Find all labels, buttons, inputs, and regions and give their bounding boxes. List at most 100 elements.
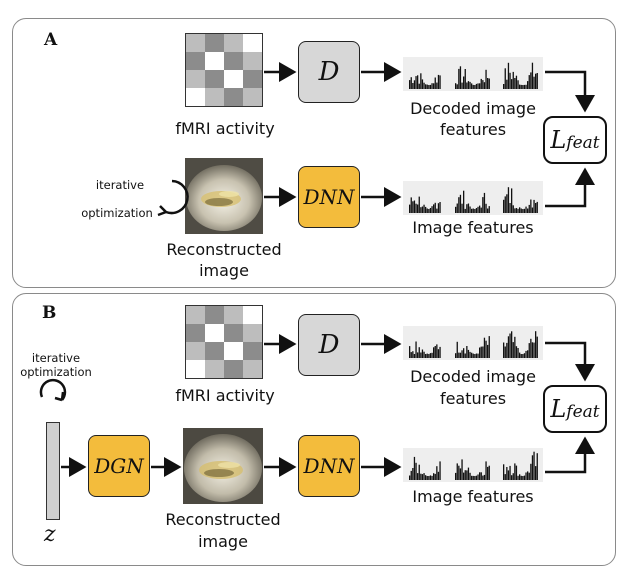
decoded-caption-b-2: features xyxy=(439,389,507,408)
feature-bar xyxy=(415,203,417,213)
feature-bar xyxy=(431,206,433,213)
feature-bar xyxy=(461,459,463,480)
feature-bar xyxy=(456,341,458,358)
feature-bar xyxy=(469,472,471,480)
fmri-voxel xyxy=(205,34,224,52)
feature-bar xyxy=(480,472,482,480)
feature-bar xyxy=(456,463,458,480)
feature-bar xyxy=(525,84,527,89)
feature-bar xyxy=(464,69,466,89)
dnn-box-b: DNN xyxy=(298,435,360,497)
feature-bar xyxy=(463,76,465,89)
feature-bar xyxy=(522,354,524,358)
fmri-voxel xyxy=(224,88,243,106)
fmri-voxel xyxy=(186,342,205,360)
panel-a-label: A xyxy=(44,30,58,50)
feature-bar xyxy=(418,196,420,213)
feature-bar xyxy=(477,474,479,480)
feature-bar xyxy=(517,348,519,358)
fmri-voxel xyxy=(186,88,205,106)
feature-bar xyxy=(437,74,440,89)
feature-bar xyxy=(423,204,425,213)
feature-bar xyxy=(480,207,482,213)
panel-b-label: B xyxy=(42,303,57,323)
feature-bar xyxy=(461,203,463,213)
feature-bar xyxy=(463,348,465,358)
feature-bar xyxy=(464,353,466,358)
feature-bar xyxy=(456,84,458,89)
feature-bar xyxy=(423,473,425,480)
feature-bar xyxy=(439,461,441,480)
image-features-b xyxy=(403,448,543,482)
feature-bar xyxy=(459,352,462,358)
feature-bar xyxy=(412,201,414,213)
feature-bar xyxy=(472,353,474,358)
feature-bar xyxy=(471,352,473,358)
feature-bar xyxy=(467,81,470,89)
loss-subscript-b: feat xyxy=(566,402,600,422)
feature-bar xyxy=(459,468,462,480)
feature-bar xyxy=(425,206,427,213)
fmri-voxel xyxy=(243,324,262,342)
fmri-voxel xyxy=(243,52,262,70)
feature-bar xyxy=(528,75,530,89)
feature-bar xyxy=(431,352,433,358)
feature-bar xyxy=(426,208,428,213)
feature-bar xyxy=(509,465,511,480)
feature-bar xyxy=(409,475,411,480)
feature-bar xyxy=(455,83,457,89)
fmri-voxel xyxy=(186,70,205,88)
feature-bar xyxy=(461,82,463,89)
fmri-voxel xyxy=(205,88,224,106)
feature-bar xyxy=(431,475,433,480)
feature-bar xyxy=(433,204,435,213)
feature-bar xyxy=(437,471,440,480)
feature-bar xyxy=(517,475,519,480)
feature-bar xyxy=(531,207,534,213)
feature-bar xyxy=(463,190,465,213)
feature-bar xyxy=(463,472,465,480)
feature-bar xyxy=(535,466,537,480)
feature-bar xyxy=(464,470,466,480)
feature-bar xyxy=(466,346,468,358)
feature-bar xyxy=(471,83,473,89)
feature-bar xyxy=(480,346,482,358)
feature-bar xyxy=(413,200,416,213)
feature-bar xyxy=(504,346,506,358)
feature-bar xyxy=(525,350,527,358)
feature-bar xyxy=(423,351,425,358)
fmri-voxel xyxy=(205,52,224,70)
feature-bar xyxy=(415,462,417,480)
feature-bar xyxy=(420,73,422,89)
feature-bar xyxy=(533,342,535,358)
feature-bar xyxy=(487,78,489,89)
feature-bar xyxy=(503,464,505,480)
feature-bar xyxy=(458,352,460,358)
decoded-caption-b-1: Decoded image xyxy=(410,367,536,386)
decoder-box-a: D xyxy=(298,41,360,103)
fmri-voxel xyxy=(224,342,243,360)
reconstructed-image-graphic-a xyxy=(185,158,263,234)
feature-bar xyxy=(506,342,508,358)
feature-bar xyxy=(415,341,417,358)
feature-bar xyxy=(507,62,510,89)
feature-bar xyxy=(461,350,463,358)
recon-caption-a-2: image xyxy=(199,261,249,280)
fmri-voxel xyxy=(243,88,262,106)
feature-bar xyxy=(429,475,432,480)
feature-bar xyxy=(485,69,487,89)
feature-bar xyxy=(475,475,478,480)
feature-bar xyxy=(423,82,425,89)
feature-bar xyxy=(519,84,521,89)
feature-bar xyxy=(436,82,438,89)
feature-bar xyxy=(536,73,538,89)
feature-bar xyxy=(487,344,489,358)
feature-bar xyxy=(415,76,417,89)
feature-bar xyxy=(409,346,411,358)
feature-bar xyxy=(420,473,422,480)
feature-bar xyxy=(477,83,479,89)
feature-bar xyxy=(483,474,486,480)
feature-bar xyxy=(531,62,534,89)
feature-bar xyxy=(471,475,473,480)
feature-bar xyxy=(410,77,412,89)
